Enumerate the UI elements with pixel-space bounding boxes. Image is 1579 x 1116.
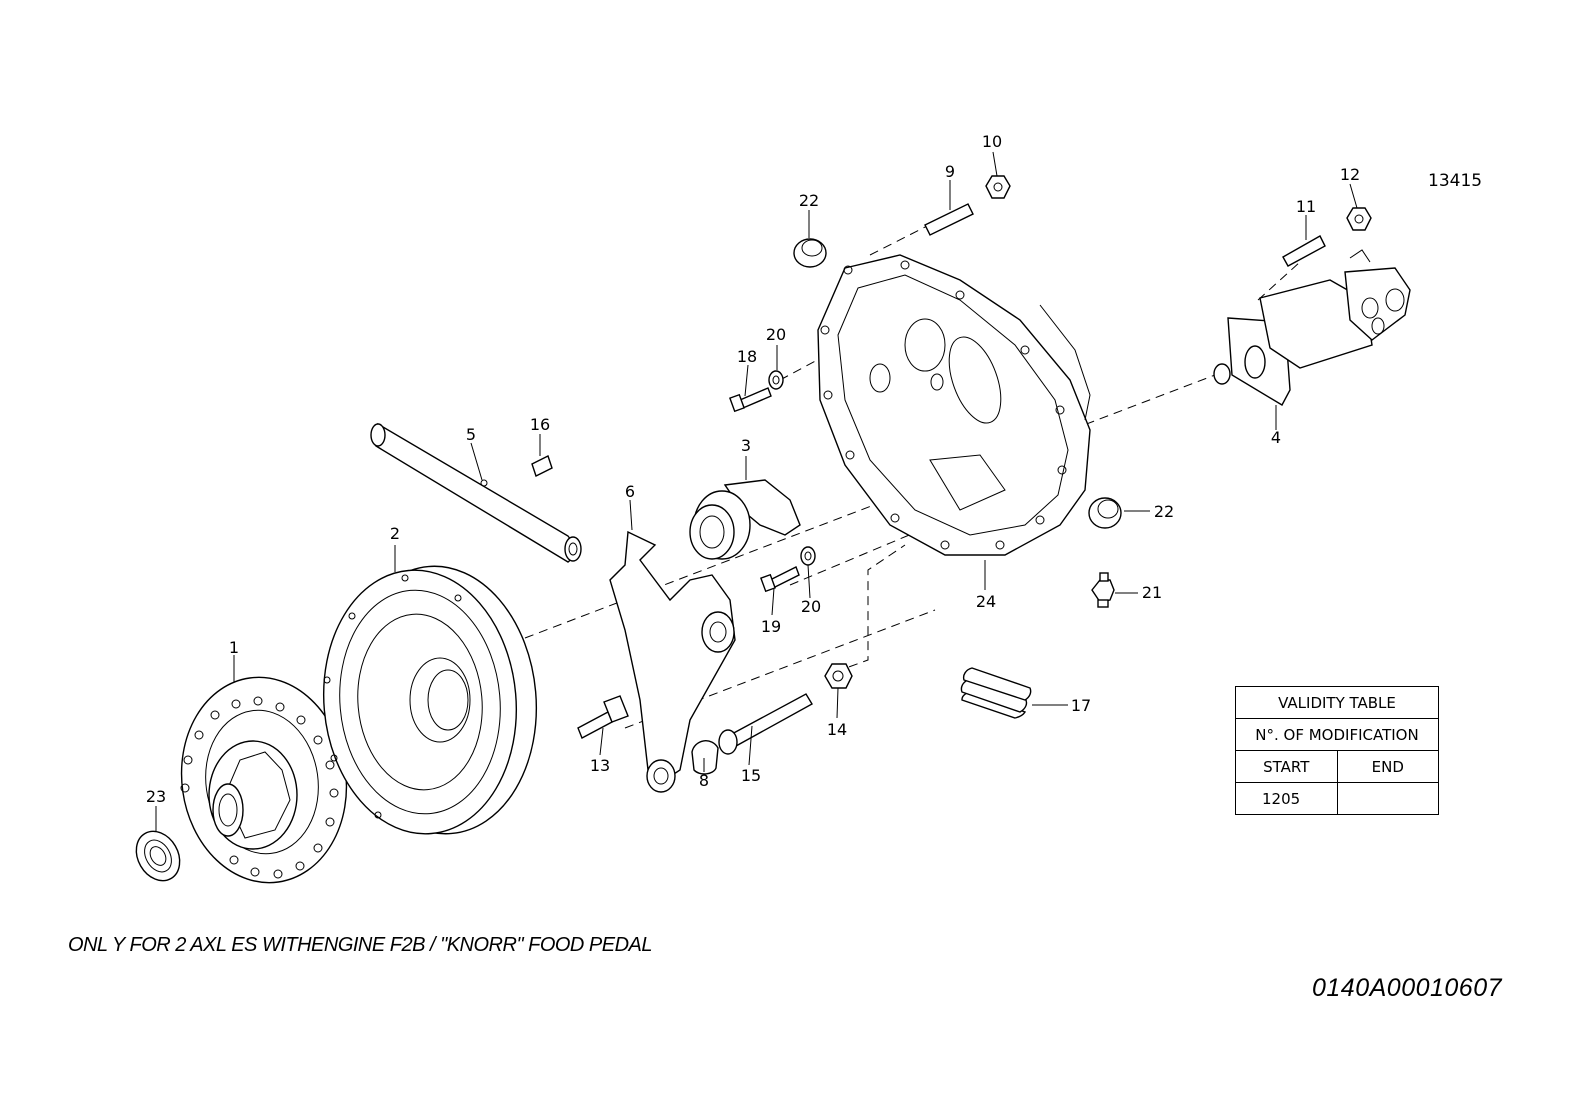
drawing-id: 13415	[1428, 171, 1483, 191]
callout-16: 16	[530, 415, 550, 434]
bearing-part-23	[135, 830, 181, 882]
callout-11: 11	[1296, 197, 1316, 216]
callout-5: 5	[466, 425, 476, 444]
validity-table-subtitle: N°. OF MODIFICATION	[1235, 718, 1439, 751]
callout-15: 15	[741, 766, 761, 785]
actuator-part-4	[1213, 249, 1411, 406]
callout-9: 9	[945, 162, 955, 181]
validity-col-end: END	[1336, 750, 1439, 783]
screw-part-15	[718, 693, 813, 755]
nut-part-12	[1346, 207, 1372, 231]
plug-part-22-lower	[1088, 497, 1122, 529]
nut-part-10	[985, 175, 1011, 199]
bolt-part-19	[760, 566, 800, 593]
callout-21: 21	[1142, 583, 1162, 602]
callout-8: 8	[699, 771, 709, 790]
stud-part-13	[577, 695, 629, 739]
stud-part-9	[924, 203, 974, 236]
bolt-part-18	[729, 387, 772, 413]
plug-part-22-upper	[793, 238, 827, 268]
washer-part-20-upper	[768, 370, 784, 390]
callout-20-lower: 20	[801, 597, 821, 616]
callout-20-upper: 20	[766, 325, 786, 344]
callout-14: 14	[827, 720, 847, 739]
callout-24: 24	[976, 592, 996, 611]
cover-plate-part-17	[960, 667, 1032, 719]
validity-col-start: START	[1235, 750, 1338, 783]
validity-table: VALIDITY TABLE N°. OF MODIFICATION START…	[1235, 686, 1439, 815]
callout-6: 6	[625, 482, 635, 501]
callout-23: 23	[146, 787, 166, 806]
washer-part-20-lower	[800, 546, 816, 566]
callout-22-upper: 22	[799, 191, 819, 210]
pin-part-16	[531, 455, 553, 477]
callout-13: 13	[590, 756, 610, 775]
shaft-part-5	[370, 422, 582, 563]
fitting-part-21	[1091, 572, 1115, 608]
release-fork-part-6	[609, 530, 736, 793]
callout-1: 1	[229, 638, 239, 657]
callout-19: 19	[761, 617, 781, 636]
clutch-disc-part-1	[180, 676, 348, 884]
nut-part-14	[824, 663, 853, 689]
release-bearing-part-3	[689, 479, 801, 560]
validity-end-value	[1336, 782, 1439, 815]
document-code: 0140A00010607	[1312, 974, 1503, 1002]
callout-18: 18	[737, 347, 757, 366]
callout-10: 10	[982, 132, 1002, 151]
validity-table-title: VALIDITY TABLE	[1235, 686, 1439, 719]
cap-part-8	[691, 740, 719, 775]
callout-22-lower: 22	[1154, 502, 1174, 521]
callout-numbers: 1 2 3 4 5 6 8 9 10 11 12 13 14 15 16 17 …	[146, 132, 1360, 806]
clutch-housing-part-24	[817, 254, 1091, 556]
callout-17: 17	[1071, 696, 1091, 715]
pressure-plate-part-2	[322, 565, 538, 835]
stud-part-11	[1282, 235, 1326, 267]
callout-12: 12	[1340, 165, 1360, 184]
validity-start-value: 1205	[1235, 782, 1338, 815]
callout-4: 4	[1271, 428, 1281, 447]
applicability-note: ONL Y FOR 2 AXL ES WITHENGINE F2B / "KNO…	[68, 934, 653, 956]
callout-2: 2	[390, 524, 400, 543]
leader-lines	[155, 151, 1358, 832]
callout-3: 3	[741, 436, 751, 455]
